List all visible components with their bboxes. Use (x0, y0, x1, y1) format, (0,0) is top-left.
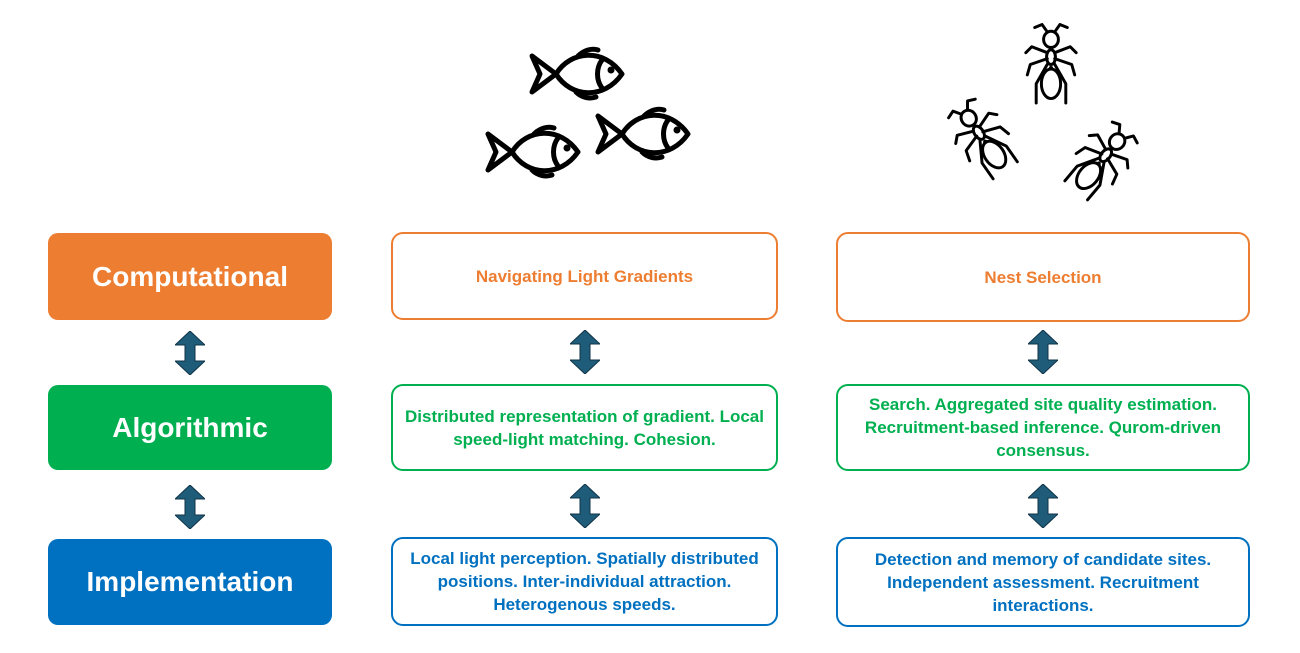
fish-school-icon (478, 40, 693, 190)
ant-computational-box: Nest Selection (836, 232, 1250, 322)
fish-arrow-2-icon (570, 484, 600, 528)
ant-implementation-box: Detection and memory of candidate sites.… (836, 537, 1250, 627)
left-arrow-2-icon (175, 485, 205, 529)
ant-arrow-2-icon (1028, 484, 1058, 528)
ant-colony-icon (938, 23, 1148, 209)
left-arrow-1-icon (175, 331, 205, 375)
level-algorithmic: Algorithmic (48, 385, 332, 470)
fish-algorithmic-box: Distributed representation of gradient. … (391, 384, 778, 471)
ant-arrow-1-icon (1028, 330, 1058, 374)
level-implementation: Implementation (48, 539, 332, 625)
fish-computational-box: Navigating Light Gradients (391, 232, 778, 320)
fish-implementation-box: Local light perception. Spatially distri… (391, 537, 778, 626)
level-computational: Computational (48, 233, 332, 320)
fish-arrow-1-icon (570, 330, 600, 374)
ant-algorithmic-box: Search. Aggregated site quality estimati… (836, 384, 1250, 471)
